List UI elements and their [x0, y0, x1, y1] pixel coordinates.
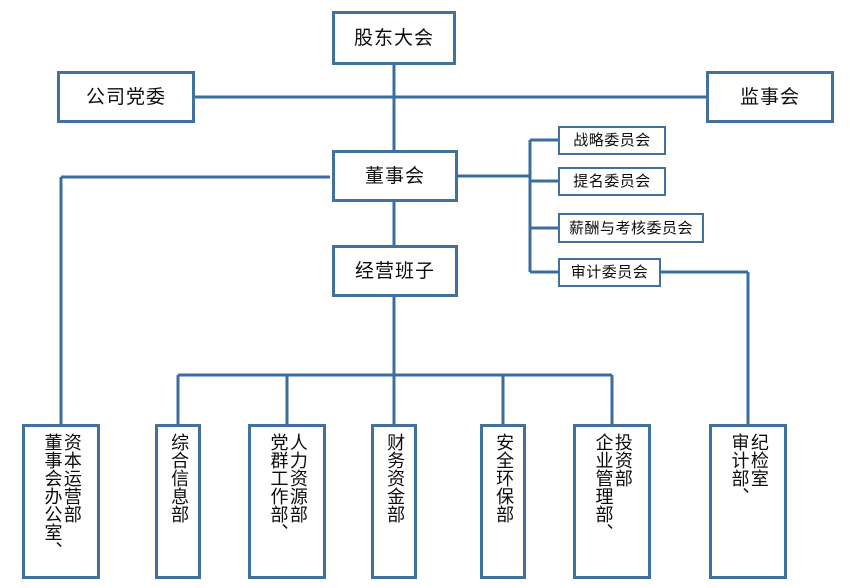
dept-primary-label: 综合信息部 — [168, 433, 190, 523]
dept-primary-label: 安全环保部 — [493, 433, 515, 523]
dept-primary-label: 财务资金部 — [384, 433, 406, 523]
dept-secondary-label: 董事会办公室、 — [41, 433, 63, 559]
node-management-team[interactable]: 经营班子 — [332, 245, 458, 297]
dept-primary-label: 资本运营部 — [60, 433, 82, 523]
node-label: 提名委员会 — [573, 172, 651, 191]
node-company-party-committee[interactable]: 公司党委 — [57, 71, 195, 123]
node-label: 董事会 — [364, 164, 425, 187]
dept-secondary-text: 董事会办公室 — [41, 433, 63, 541]
node-nomination-committee[interactable]: 提名委员会 — [558, 167, 666, 196]
node-label: 战略委员会 — [573, 131, 651, 150]
dept-primary-label: 纪检室 — [747, 433, 769, 487]
node-board-of-directors[interactable]: 董事会 — [332, 150, 458, 202]
vertical-label-group: 投资部 企业管理部、 — [592, 433, 633, 576]
vertical-label-group: 综合信息部 — [168, 433, 190, 576]
vertical-label-group: 资本运营部 董事会办公室、 — [41, 433, 82, 576]
dept-secondary-text: 企业管理部 — [592, 433, 614, 523]
dept-safety-environment[interactable]: 安全环保部 — [480, 424, 526, 579]
node-label: 审计委员会 — [570, 263, 649, 282]
dept-secondary-text: 党群工作部 — [267, 433, 289, 523]
dept-separator-mark: 、 — [267, 523, 289, 541]
dept-secondary-text: 审计部 — [728, 433, 750, 487]
dept-secondary-label: 党群工作部、 — [267, 433, 289, 541]
node-label: 经营班子 — [354, 259, 435, 282]
dept-comprehensive-information[interactable]: 综合信息部 — [155, 424, 201, 579]
vertical-label-group: 安全环保部 — [493, 433, 515, 576]
node-label: 监事会 — [739, 85, 800, 108]
node-shareholders-meeting[interactable]: 股东大会 — [332, 11, 456, 65]
vertical-label-group: 纪检室 审计部、 — [728, 433, 769, 576]
dept-investment[interactable]: 投资部 企业管理部、 — [573, 424, 651, 579]
node-label: 薪酬与考核委员会 — [568, 218, 693, 237]
dept-primary-label: 投资部 — [611, 433, 633, 487]
dept-primary-label: 人力资源部 — [286, 433, 308, 523]
node-remuneration-assessment-committee[interactable]: 薪酬与考核委员会 — [558, 213, 704, 243]
vertical-label-group: 人力资源部 党群工作部、 — [267, 433, 308, 576]
node-board-of-supervisors[interactable]: 监事会 — [706, 71, 834, 123]
dept-finance-funds[interactable]: 财务资金部 — [371, 424, 417, 579]
node-strategy-committee[interactable]: 战略委员会 — [558, 126, 666, 155]
dept-capital-operation[interactable]: 资本运营部 董事会办公室、 — [22, 424, 100, 579]
node-label: 公司党委 — [85, 85, 166, 108]
dept-secondary-label: 审计部、 — [728, 433, 750, 505]
dept-discipline-audit[interactable]: 纪检室 审计部、 — [709, 424, 787, 579]
dept-separator-mark: 、 — [592, 523, 614, 541]
dept-separator-mark: 、 — [728, 487, 750, 505]
dept-separator-mark: 、 — [41, 541, 63, 559]
dept-secondary-label: 企业管理部、 — [592, 433, 614, 541]
node-audit-committee[interactable]: 审计委员会 — [558, 258, 661, 287]
vertical-label-group: 财务资金部 — [384, 433, 406, 576]
dept-human-resources[interactable]: 人力资源部 党群工作部、 — [248, 424, 326, 579]
node-label: 股东大会 — [353, 26, 434, 49]
